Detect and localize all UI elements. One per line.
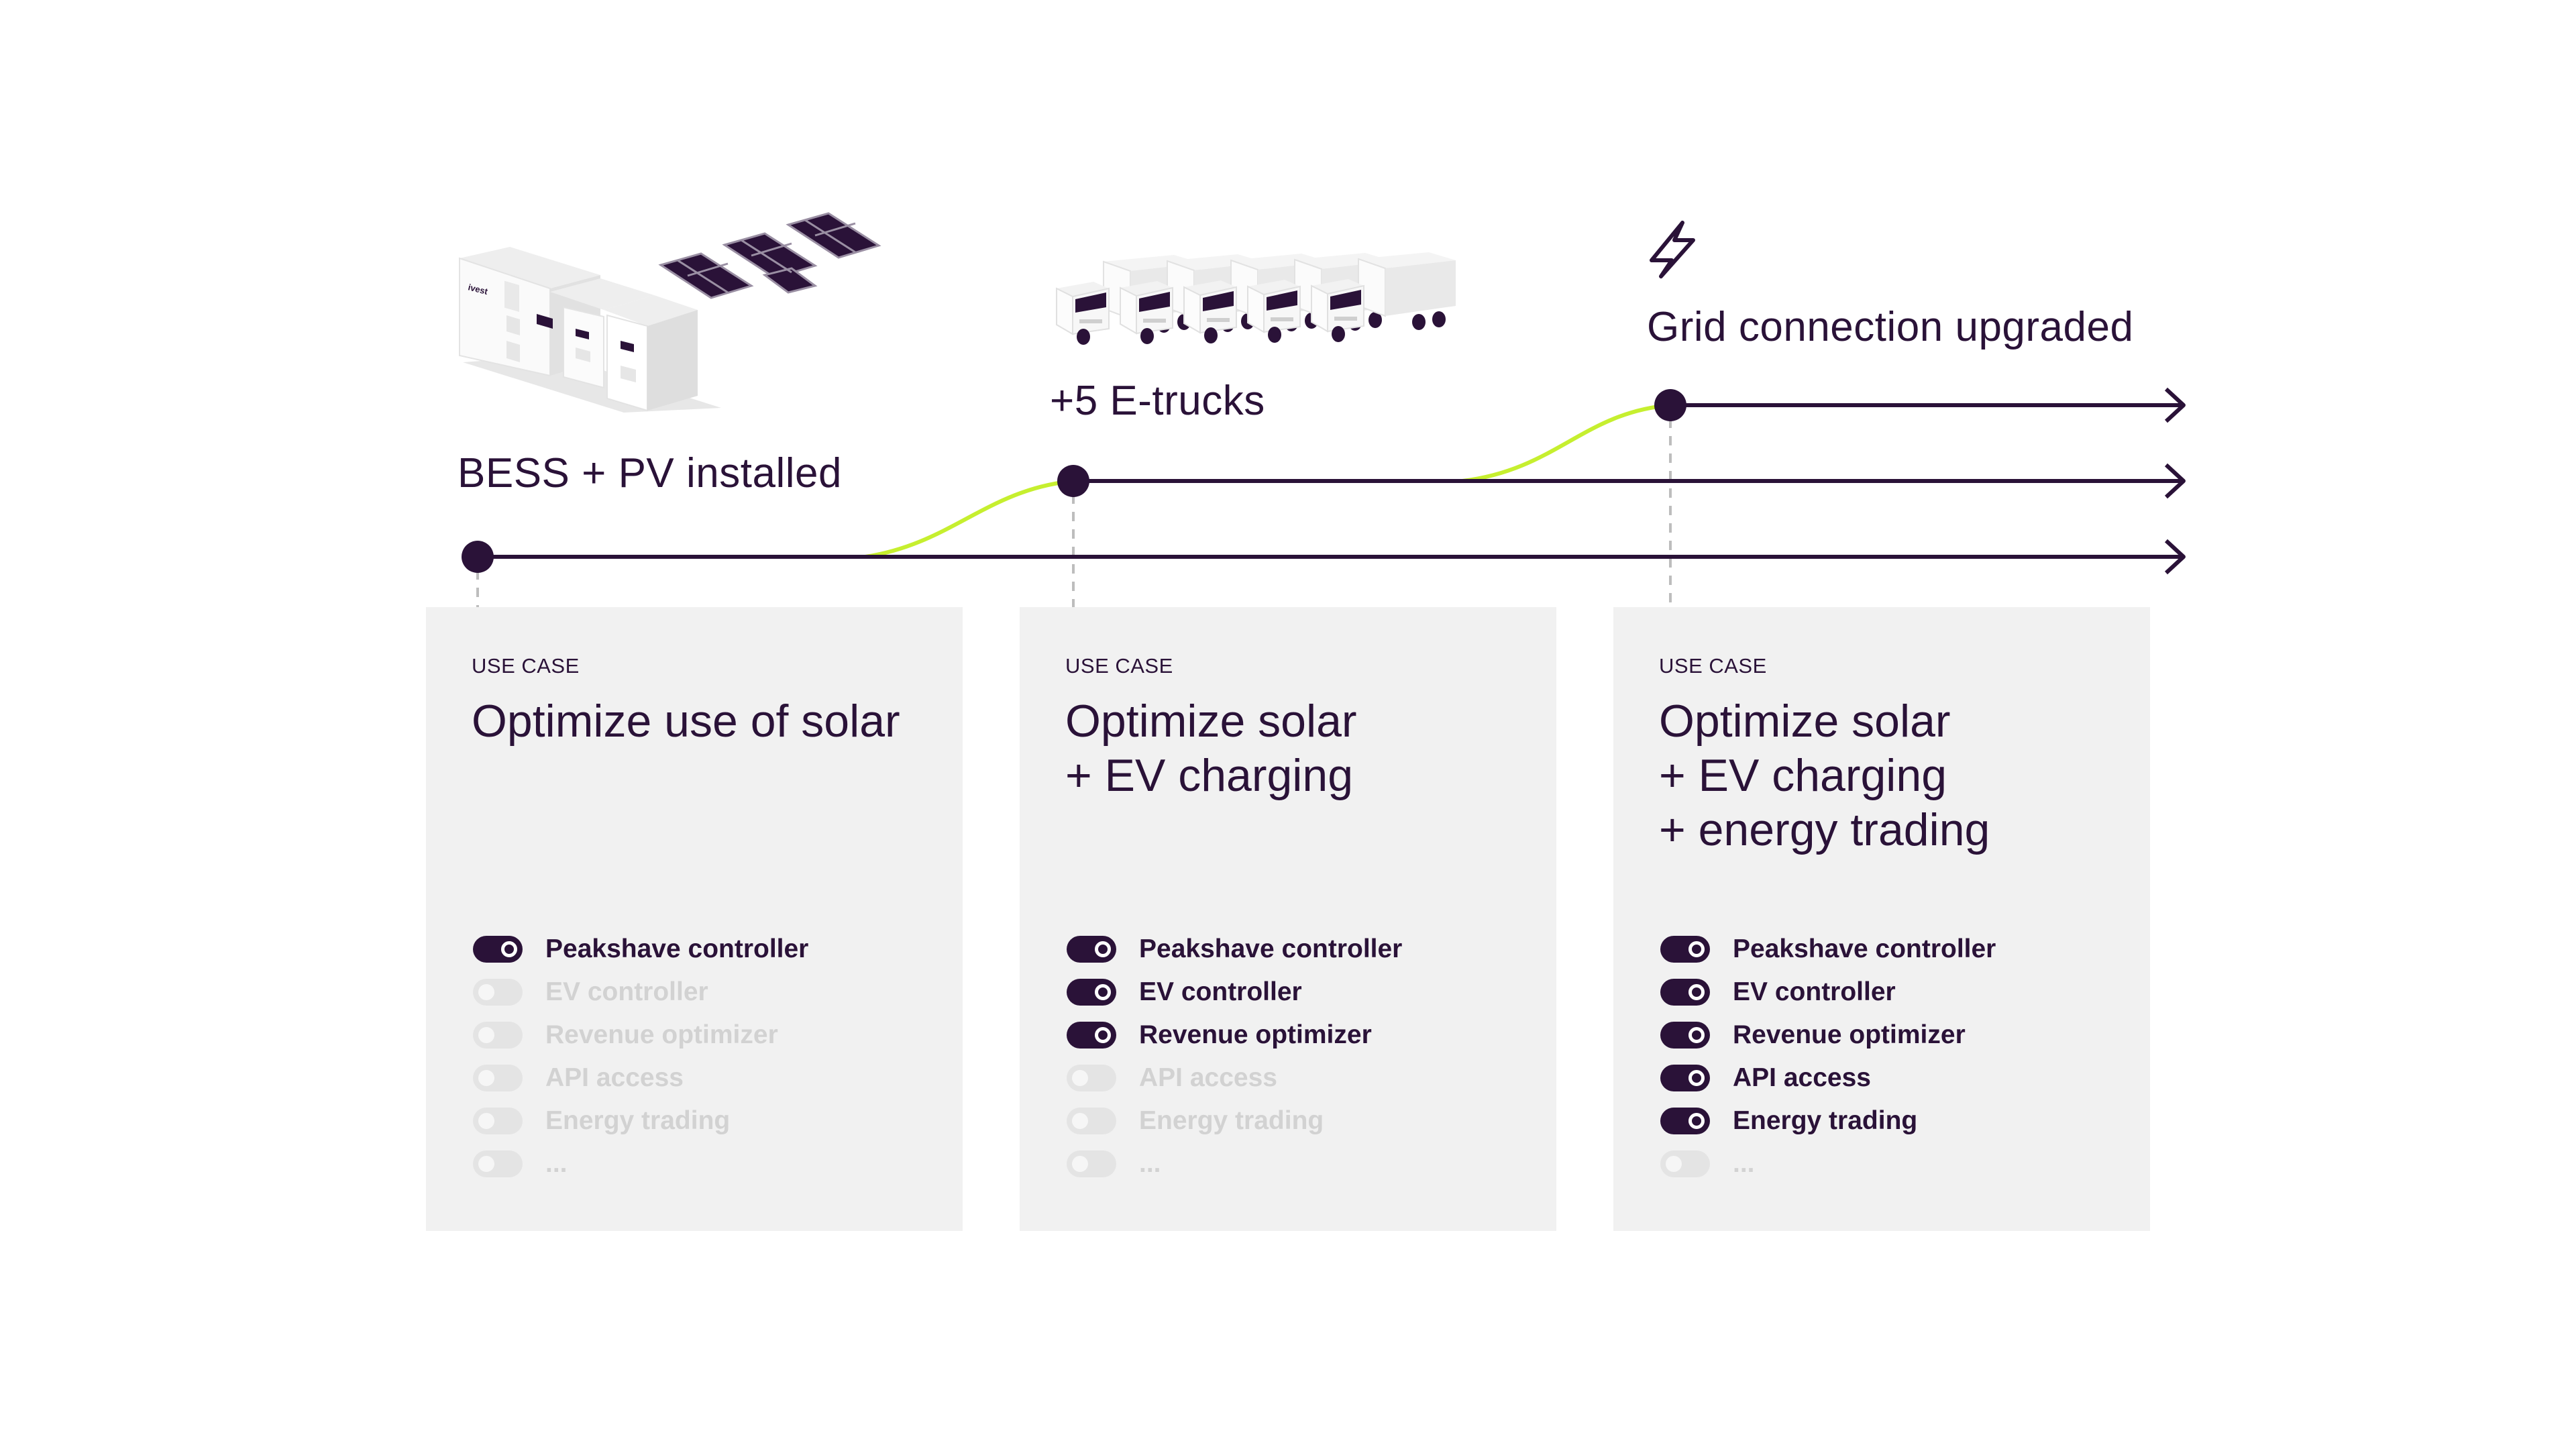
timeline-arrowhead-1 (2164, 539, 2186, 575)
feature-label: EV controller (545, 977, 708, 1006)
toggle-switch[interactable] (1067, 979, 1116, 1006)
milestone-dot-2 (1057, 465, 1089, 497)
card-title: Optimize solar + EV charging + energy tr… (1659, 694, 2104, 857)
feature-more: ... (473, 1142, 808, 1185)
toggle-switch[interactable] (1660, 936, 1710, 963)
toggle-switch[interactable] (1660, 979, 1710, 1006)
timeline-arrowhead-3 (2164, 387, 2186, 423)
toggle-switch[interactable] (1660, 1108, 1710, 1134)
use-case-card-2: USE CASE Optimize solar + EV charging Pe… (1020, 607, 1556, 1231)
lightning-bolt-icon (1650, 221, 1695, 278)
feature-revenue-optimizer: Revenue optimizer (1660, 1014, 1996, 1057)
feature-ev-controller: EV controller (1067, 971, 1402, 1014)
feature-label: ... (1733, 1149, 1755, 1178)
feature-ev-controller: EV controller (473, 971, 808, 1014)
feature-energy-trading: Energy trading (473, 1099, 808, 1142)
card-title-line: + EV charging (1659, 750, 1947, 801)
toggle-switch[interactable] (1067, 1065, 1116, 1091)
truck-5 (1311, 252, 1456, 342)
feature-label: API access (545, 1063, 684, 1092)
card-title: Optimize use of solar (472, 694, 917, 857)
feature-peakshave-controller: Peakshave controller (473, 928, 808, 971)
timeline-arrowhead-2 (2164, 463, 2186, 499)
feature-label: ... (1139, 1149, 1161, 1178)
card-title-line: + energy trading (1659, 804, 1990, 855)
feature-list: Peakshave controller EV controller Reven… (473, 928, 808, 1185)
milestone-label-e-trucks: +5 E-trucks (1050, 378, 1265, 424)
toggle-switch[interactable] (1067, 1022, 1116, 1049)
feature-label: Energy trading (1139, 1106, 1324, 1135)
toggle-switch[interactable] (473, 1022, 523, 1049)
connector-curve-2 (1462, 403, 1671, 483)
feature-label: Revenue optimizer (1733, 1020, 1966, 1049)
brand-mark: ivest (467, 282, 489, 297)
toggle-switch[interactable] (473, 1150, 523, 1177)
card-eyebrow: USE CASE (1659, 654, 1767, 678)
solar-panels (658, 212, 881, 299)
milestone-dot-3 (1654, 389, 1686, 421)
card-title-line: Optimize use of solar (472, 696, 900, 747)
card-title-line: + EV charging (1065, 750, 1354, 801)
connector-curve-1 (865, 479, 1074, 559)
feature-api-access: API access (1660, 1057, 1996, 1099)
electric-trucks-illustration (1056, 252, 1456, 345)
milestone-dot-1 (462, 541, 494, 573)
toggle-switch[interactable] (1660, 1065, 1710, 1091)
use-case-card-1: USE CASE Optimize use of solar Peakshave… (426, 607, 963, 1231)
feature-label: Revenue optimizer (1139, 1020, 1372, 1049)
toggle-switch[interactable] (1660, 1150, 1710, 1177)
feature-label: API access (1139, 1063, 1277, 1092)
feature-revenue-optimizer: Revenue optimizer (1067, 1014, 1402, 1057)
feature-label: Peakshave controller (545, 934, 809, 963)
toggle-switch[interactable] (473, 1065, 523, 1091)
toggle-switch[interactable] (1067, 1108, 1116, 1134)
battery-storage-illustration: ivest (459, 212, 881, 413)
feature-more: ... (1660, 1142, 1996, 1185)
card-eyebrow: USE CASE (472, 654, 580, 678)
feature-energy-trading: Energy trading (1067, 1099, 1402, 1142)
card-title-line: Optimize solar (1659, 696, 1951, 747)
feature-peakshave-controller: Peakshave controller (1660, 928, 1996, 971)
toggle-switch[interactable] (473, 936, 523, 963)
card-eyebrow: USE CASE (1065, 654, 1173, 678)
feature-more: ... (1067, 1142, 1402, 1185)
use-case-card-3: USE CASE Optimize solar + EV charging + … (1613, 607, 2150, 1231)
toggle-switch[interactable] (1660, 1022, 1710, 1049)
feature-energy-trading: Energy trading (1660, 1099, 1996, 1142)
toggle-switch[interactable] (473, 979, 523, 1006)
feature-api-access: API access (473, 1057, 808, 1099)
feature-revenue-optimizer: Revenue optimizer (473, 1014, 808, 1057)
feature-label: EV controller (1139, 977, 1302, 1006)
card-title: Optimize solar + EV charging (1065, 694, 1511, 857)
card-title-line: Optimize solar (1065, 696, 1357, 747)
feature-api-access: API access (1067, 1057, 1402, 1099)
feature-label: Energy trading (545, 1106, 731, 1135)
feature-label: Peakshave controller (1139, 934, 1403, 963)
toggle-switch[interactable] (1067, 936, 1116, 963)
feature-label: Revenue optimizer (545, 1020, 778, 1049)
feature-list: Peakshave controller EV controller Reven… (1660, 928, 1996, 1185)
feature-label: Peakshave controller (1733, 934, 1996, 963)
feature-label: Energy trading (1733, 1106, 1918, 1135)
feature-label: API access (1733, 1063, 1871, 1092)
milestone-label-bess-pv: BESS + PV installed (458, 450, 842, 496)
feature-peakshave-controller: Peakshave controller (1067, 928, 1402, 971)
feature-ev-controller: EV controller (1660, 971, 1996, 1014)
feature-label: EV controller (1733, 977, 1896, 1006)
feature-list: Peakshave controller EV controller Reven… (1067, 928, 1402, 1185)
toggle-switch[interactable] (1067, 1150, 1116, 1177)
milestone-label-grid-upgrade: Grid connection upgraded (1647, 304, 2134, 350)
feature-label: ... (545, 1149, 568, 1178)
toggle-switch[interactable] (473, 1108, 523, 1134)
